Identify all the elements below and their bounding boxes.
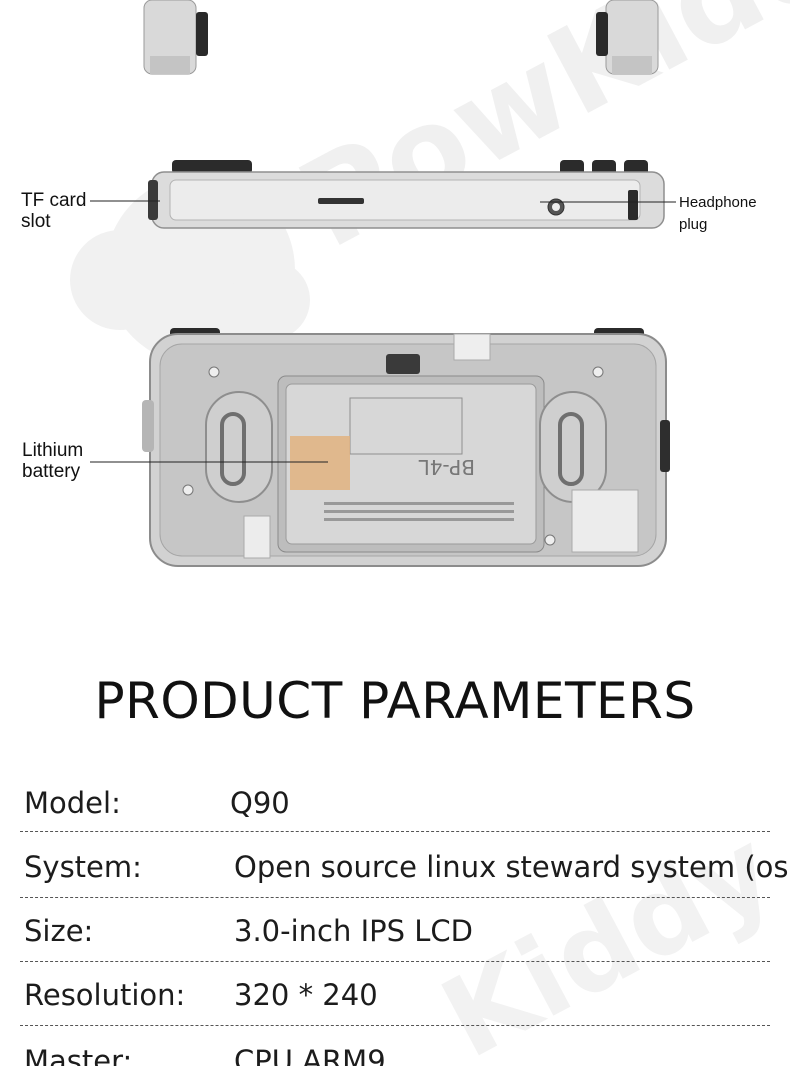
param-label: Master: — [24, 1044, 133, 1066]
param-value: 320 * 240 — [234, 978, 378, 1012]
param-value: 3.0-inch IPS LCD — [234, 914, 473, 948]
param-row-size: Size: 3.0-inch IPS LCD — [20, 898, 770, 962]
callout-tf-card-slot: TF card slot — [21, 190, 87, 232]
section-title: PRODUCT PARAMETERS — [94, 672, 696, 730]
device-back-view: BP-4L — [142, 328, 670, 567]
callout-lithium-battery: Lithium battery — [22, 440, 84, 482]
param-value: CPU ARM9 — [234, 1044, 386, 1066]
param-label: Size: — [24, 914, 94, 948]
battery-model-label: BP-4L — [418, 455, 475, 479]
device-top-grips — [143, 0, 659, 75]
callout-headphone-plug: Headphone plug — [679, 194, 757, 233]
param-label: System: — [24, 850, 142, 884]
param-row-master: Master: CPU ARM9 — [20, 1026, 770, 1066]
param-row-system: System: Open source linux steward system… — [20, 832, 790, 898]
param-label: Model: — [24, 786, 121, 820]
param-value: Open source linux steward system (os) — [234, 850, 790, 884]
param-row-model: Model: Q90 — [20, 770, 770, 832]
param-value: Q90 — [230, 786, 290, 820]
param-label: Resolution: — [24, 978, 186, 1012]
device-illustration: BP-4L — [90, 0, 676, 567]
parameters-table: Model: Q90 System: Open source linux ste… — [20, 770, 790, 1066]
device-edge-view — [148, 160, 665, 229]
param-row-resolution: Resolution: 320 * 240 — [20, 962, 770, 1026]
